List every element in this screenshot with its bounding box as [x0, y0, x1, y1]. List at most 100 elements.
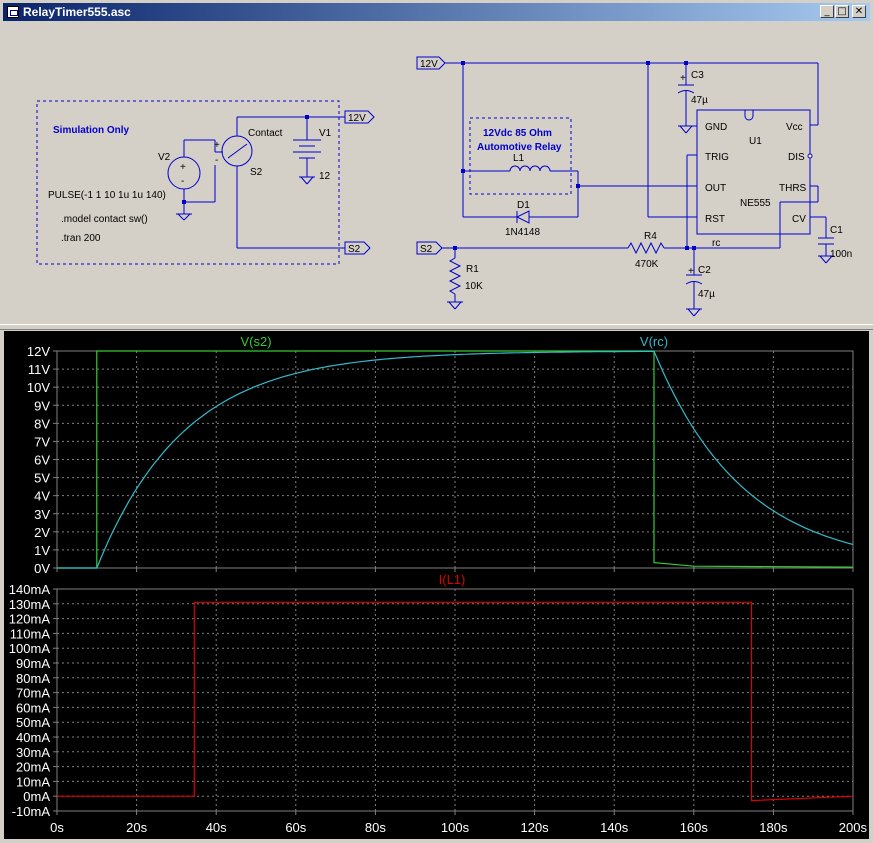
s2-plus: +: [214, 140, 220, 151]
y-tick-label: 5V: [34, 471, 50, 486]
y-tick-label: 70mA: [16, 686, 50, 701]
pin-trig: TRIG: [705, 152, 729, 163]
x-tick-label: 40s: [206, 820, 227, 835]
v2-minus: -: [181, 176, 184, 187]
trace-vrc[interactable]: [57, 350, 854, 569]
x-tick-label: 20s: [126, 820, 147, 835]
pin-out: OUT: [705, 183, 726, 194]
c2-label: C2: [698, 265, 711, 276]
rc-net-label: rc: [712, 238, 720, 249]
c3-label: C3: [691, 70, 704, 81]
plot-background: [4, 331, 869, 839]
r4-value: 470K: [635, 259, 659, 270]
y-tick-label: 140mA: [9, 582, 51, 597]
l1-label: L1: [513, 153, 525, 164]
y-tick-label: 1V: [34, 543, 50, 558]
y-tick-label: 3V: [34, 507, 50, 522]
x-tick-label: 60s: [285, 820, 306, 835]
y-tick-label: 11V: [28, 362, 50, 377]
y-tick-label: 130mA: [9, 597, 51, 612]
net-12v-left-text: 12V: [348, 113, 366, 124]
c3-value: 47µ: [691, 95, 708, 106]
waveform-viewer[interactable]: 0V1V2V3V4V5V6V7V8V9V10V11V12VV(s2)V(rc)-…: [4, 331, 869, 839]
c1-label: C1: [830, 225, 843, 236]
x-tick-label: 0s: [50, 820, 64, 835]
pin-dis: DIS: [788, 152, 805, 163]
v2-plus: +: [180, 162, 186, 173]
sim-only-label: Simulation Only: [53, 125, 130, 136]
y-tick-label: 80mA: [16, 671, 50, 686]
net-label-12v-right: [416, 56, 446, 70]
x-tick-label: 180s: [759, 820, 788, 835]
y-tick-label: 10V: [27, 380, 50, 395]
pin-thrs: THRS: [779, 183, 807, 194]
x-tick-label: 80s: [365, 820, 386, 835]
y-tick-label: 0V: [34, 561, 50, 576]
x-tick-label: 160s: [680, 820, 709, 835]
pin-vcc: Vcc: [786, 122, 803, 133]
y-tick-label: 20mA: [16, 760, 50, 775]
y-tick-label: 90mA: [16, 656, 50, 671]
y-tick-label: 2V: [34, 525, 50, 540]
c3-plus: +: [680, 73, 686, 84]
v1-value: 12: [319, 171, 331, 182]
y-tick-label: 10mA: [16, 774, 50, 789]
pane-splitter[interactable]: [0, 324, 873, 330]
r4-label: R4: [644, 231, 657, 242]
schematic-icon: [7, 6, 19, 18]
contact-label: Contact: [248, 128, 283, 139]
r1-label: R1: [466, 264, 479, 275]
r4-resistor: [627, 241, 665, 255]
v2-label: V2: [158, 152, 171, 163]
net-label-s2-right: [416, 241, 443, 255]
c2-plus: +: [688, 266, 694, 277]
y-tick-label: 100mA: [9, 641, 51, 656]
y-tick-label: 7V: [34, 434, 50, 449]
net-label-s2-left: [344, 241, 371, 255]
d1-label: D1: [517, 200, 530, 211]
y-tick-label: 30mA: [16, 745, 50, 760]
x-tick-label: 140s: [600, 820, 629, 835]
maximize-button[interactable]: □: [835, 5, 849, 18]
r1-value: 10K: [465, 281, 483, 292]
relay-desc-line1: 12Vdc 85 Ohm: [483, 128, 552, 139]
y-tick-label: 8V: [34, 416, 50, 431]
y-tick-label: 40mA: [16, 730, 50, 745]
tran-directive: .tran 200: [61, 233, 101, 244]
v1-label: V1: [319, 128, 332, 139]
y-tick-label: 9V: [34, 398, 50, 413]
net-s2-left-text: S2: [348, 244, 361, 255]
trace-legend-label[interactable]: V(s2): [240, 334, 271, 349]
pulse-label: PULSE(-1 1 10 1u 1u 140): [48, 190, 166, 201]
y-tick-label: 50mA: [16, 715, 50, 730]
model-directive: .model contact sw(): [61, 214, 148, 225]
trace-legend-label[interactable]: V(rc): [640, 334, 668, 349]
minimize-button[interactable]: _: [820, 5, 834, 18]
net-label-12v-left: [344, 110, 375, 124]
schematic-canvas[interactable]: Simulation Only V2 PULSE(-1 1 10 1u 1u 1…: [4, 22, 869, 323]
pin-rst: RST: [705, 214, 725, 225]
s2-switch-label: S2: [250, 167, 263, 178]
title-bar[interactable]: RelayTimer555.asc _ □ ✕: [3, 3, 870, 21]
y-tick-label: 6V: [34, 453, 50, 468]
c1-value: 100n: [830, 249, 852, 260]
net-12v-right-text: 12V: [420, 59, 438, 70]
x-tick-label: 200s: [839, 820, 868, 835]
x-tick-label: 100s: [441, 820, 470, 835]
relay-desc-line2: Automotive Relay: [477, 142, 562, 153]
trace-il1[interactable]: [57, 601, 854, 802]
trace-legend-label[interactable]: I(L1): [439, 572, 466, 587]
close-button[interactable]: ✕: [852, 5, 866, 18]
y-tick-label: 4V: [34, 489, 50, 504]
x-tick-label: 120s: [520, 820, 549, 835]
y-tick-label: 0mA: [23, 789, 50, 804]
y-tick-label: -10mA: [12, 804, 51, 819]
r1-resistor: [448, 257, 462, 295]
window-title: RelayTimer555.asc: [23, 5, 131, 19]
s2-minus: -: [215, 155, 218, 166]
pin-cv: CV: [792, 214, 806, 225]
c2-value: 47µ: [698, 289, 715, 300]
u1-value: NE555: [740, 198, 771, 209]
u1-label: U1: [749, 136, 762, 147]
